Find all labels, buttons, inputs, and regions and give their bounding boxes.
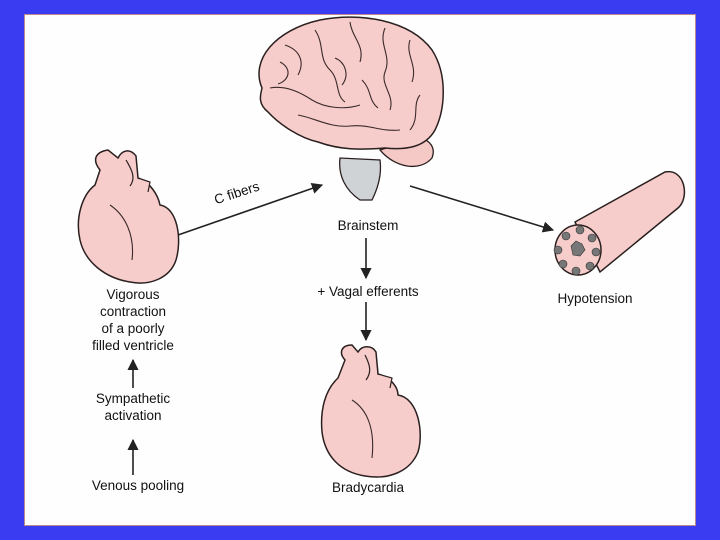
vigorous-line-3: of a poorly bbox=[101, 321, 165, 336]
venous-pooling-label: Venous pooling bbox=[91, 478, 185, 493]
blood-vessel-icon bbox=[553, 171, 686, 276]
sympathetic-line-2: activation bbox=[104, 408, 162, 423]
bradycardia-label: Bradycardia bbox=[331, 480, 405, 495]
hypotension-arrow bbox=[409, 185, 555, 233]
brain-icon bbox=[258, 16, 444, 201]
sympathetic-line-1: Sympathetic bbox=[95, 391, 171, 406]
heart-icon bbox=[77, 149, 180, 284]
brainstem-label: Brainstem bbox=[337, 218, 399, 233]
vigorous-line-1: Vigorous bbox=[106, 287, 160, 302]
vigorous-line-4: filled ventricle bbox=[92, 338, 174, 353]
vagal-efferents-label: + Vagal efferents bbox=[317, 284, 419, 299]
hypotension-label: Hypotension bbox=[557, 291, 633, 306]
c-fibers-arrow bbox=[177, 183, 324, 236]
heart-icon bbox=[320, 344, 421, 478]
vigorous-line-2: contraction bbox=[99, 304, 167, 319]
